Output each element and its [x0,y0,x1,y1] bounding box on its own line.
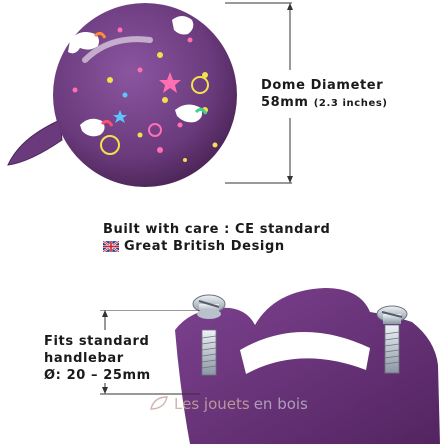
clamp-body [175,288,440,444]
ce-standard-text: Built with care : CE standard [103,222,331,237]
dome-diameter-value: 58mm (2.3 inches) [261,95,388,110]
bell-lever [7,119,63,166]
right-bolt [376,305,408,374]
bell-pattern-stars [113,72,181,123]
watermark-part2: en bois [253,395,308,413]
leaf-icon [150,396,168,410]
bell-pattern-manes [93,31,208,127]
clamp-arch [240,331,370,374]
dome-diameter-label: Dome Diameter [261,78,384,93]
fits-line-2: handlebar [44,351,124,366]
bell-dome [53,3,237,187]
uk-flag-icon [103,241,119,252]
bell-highlight [82,36,153,63]
bell-pattern-unicorns [68,16,203,137]
dome-dimension-lines [225,2,293,184]
british-design-text: Great British Design [124,239,285,254]
bell-dome-image [7,3,237,187]
watermark-part1: Les jouets [174,395,250,413]
dome-size-inches: (2.3 inches) [313,98,388,109]
fits-line-3: Ø: 20 – 25mm [44,368,151,383]
dome-size-mm: 58mm [261,95,309,110]
left-bolt [192,294,226,376]
bell-pattern-rings [100,76,209,155]
british-design-row: Great British Design [103,239,285,254]
fits-line-1: Fits standard [44,334,150,349]
watermark-logo: Les jouets en bois [150,395,308,413]
clamp-image [175,288,440,444]
fit-dimension-lines [100,310,200,395]
